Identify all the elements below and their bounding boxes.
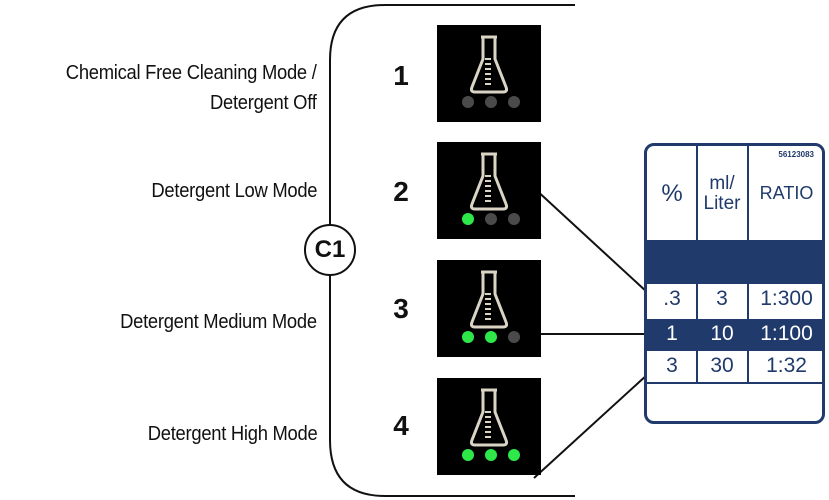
header-percent: %	[661, 180, 683, 207]
mode-1-label-line2: Detergent Off	[210, 92, 317, 114]
table-row: .3 3 1:300	[647, 284, 822, 314]
connector-mode4	[533, 373, 649, 479]
mode-1-number: 1	[393, 60, 409, 91]
mode-4-button[interactable]	[437, 378, 541, 475]
connector-mode2	[533, 187, 649, 294]
cell-ml: 30	[710, 354, 734, 377]
header-ml-per-liter: ml/ Liter	[697, 174, 747, 214]
mode-3-button[interactable]	[437, 260, 541, 357]
flask-outline	[469, 270, 509, 329]
led-on-indicator	[485, 449, 497, 461]
led-off-indicator	[485, 96, 497, 108]
flask-outline	[469, 388, 509, 447]
led-off-indicator	[508, 331, 520, 343]
flask-outline	[469, 35, 509, 94]
led-on-indicator	[462, 449, 474, 461]
mode-4-number: 4	[393, 410, 409, 441]
header-ml-line2: Liter	[703, 193, 741, 214]
mode-4-label-line1: Detergent High Mode	[147, 423, 317, 445]
header-ml-line1: ml/	[709, 173, 735, 194]
cell-percent: 1	[666, 322, 678, 345]
led-off-indicator	[485, 213, 497, 225]
table-row: 3 30 1:32	[647, 351, 822, 381]
table-divider	[696, 146, 698, 384]
led-on-indicator	[508, 449, 520, 461]
led-on-indicator	[462, 331, 474, 343]
cell-percent: 3	[666, 354, 678, 377]
control-badge: C1	[304, 224, 356, 276]
table-divider	[647, 349, 822, 351]
mode-1-label-line1: Chemical Free Cleaning Mode /	[66, 62, 317, 84]
led-off-indicator	[462, 96, 474, 108]
header-ratio: RATIO	[759, 183, 814, 203]
mode-2-label-line1: Detergent Low Mode	[151, 180, 317, 202]
led-off-indicator	[508, 213, 520, 225]
table-code: 56123083	[778, 150, 814, 159]
table-divider	[647, 382, 822, 384]
mode-3-number: 3	[393, 293, 409, 324]
mode-3-label-line1: Detergent Medium Mode	[120, 311, 317, 333]
dilution-table: 56123083 % ml/ Liter RATIO .3 3 1:300 1 …	[644, 143, 825, 424]
mode-1-label: Chemical Free Cleaning Mode / Detergent …	[66, 58, 317, 118]
cell-ml: 3	[716, 287, 728, 310]
flask-icon	[462, 35, 520, 108]
cell-ml: 10	[710, 322, 734, 345]
flask-outline	[469, 152, 509, 211]
flask-icon	[462, 152, 520, 225]
cell-ratio: 1:100	[760, 322, 813, 345]
cell-percent: .3	[663, 287, 681, 310]
flask-icon	[462, 270, 520, 343]
led-off-indicator	[508, 96, 520, 108]
mode-1-button[interactable]	[437, 25, 541, 122]
header-band	[647, 240, 822, 284]
flask-icon	[462, 388, 520, 461]
table-row: 1 10 1:100	[647, 319, 822, 349]
led-on-indicator	[462, 213, 474, 225]
cell-ratio: 1:32	[766, 354, 807, 377]
mode-2-number: 2	[393, 176, 409, 207]
led-on-indicator	[485, 331, 497, 343]
cell-ratio: 1:300	[760, 287, 813, 310]
mode-3-label: Detergent Medium Mode	[120, 307, 317, 337]
table-divider	[747, 146, 749, 384]
mode-4-label: Detergent High Mode	[147, 419, 317, 449]
mode-2-button[interactable]	[437, 142, 541, 239]
mode-2-label: Detergent Low Mode	[151, 176, 317, 206]
